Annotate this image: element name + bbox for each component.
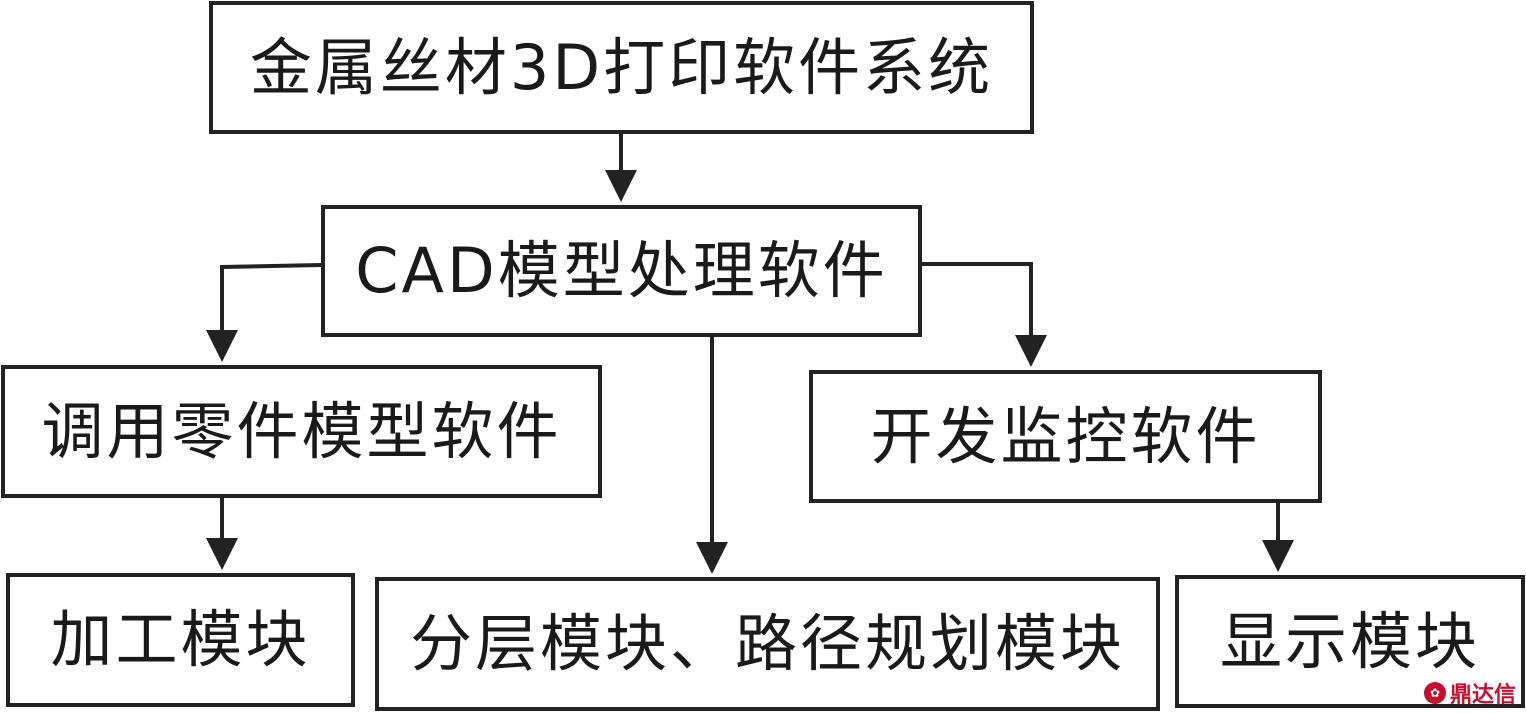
node-call-part-model-software: 调用零件模型软件 xyxy=(1,365,602,498)
node-metal-wire-3d-printing-software-system: 金属丝材3D打印软件系统 xyxy=(209,1,1034,134)
node-label: 金属丝材3D打印软件系统 xyxy=(249,30,994,104)
node-label: 显示模块 xyxy=(1219,604,1480,678)
node-layering-path-planning-module: 分层模块、路径规划模块 xyxy=(375,577,1160,711)
node-label: 调用零件模型软件 xyxy=(41,394,562,468)
node-display-module: 显示模块 xyxy=(1175,575,1525,708)
node-label: CAD模型处理软件 xyxy=(355,234,888,307)
node-cad-model-processing-software: CAD模型处理软件 xyxy=(321,205,922,337)
node-label: 开发监控软件 xyxy=(870,399,1261,473)
edge-cad-to-monitor xyxy=(922,262,1047,367)
node-processing-module: 加工模块 xyxy=(6,573,355,707)
edge-cad-to-call-model xyxy=(206,263,322,362)
node-monitoring-software: 开发监控软件 xyxy=(809,370,1322,503)
watermark: ✿ 鼎达信 xyxy=(1423,677,1516,709)
watermark-text: 鼎达信 xyxy=(1449,683,1516,708)
node-label: 分层模块、路径规划模块 xyxy=(409,607,1125,680)
watermark-logo-icon: ✿ xyxy=(1423,682,1446,704)
node-label: 加工模块 xyxy=(50,603,311,676)
